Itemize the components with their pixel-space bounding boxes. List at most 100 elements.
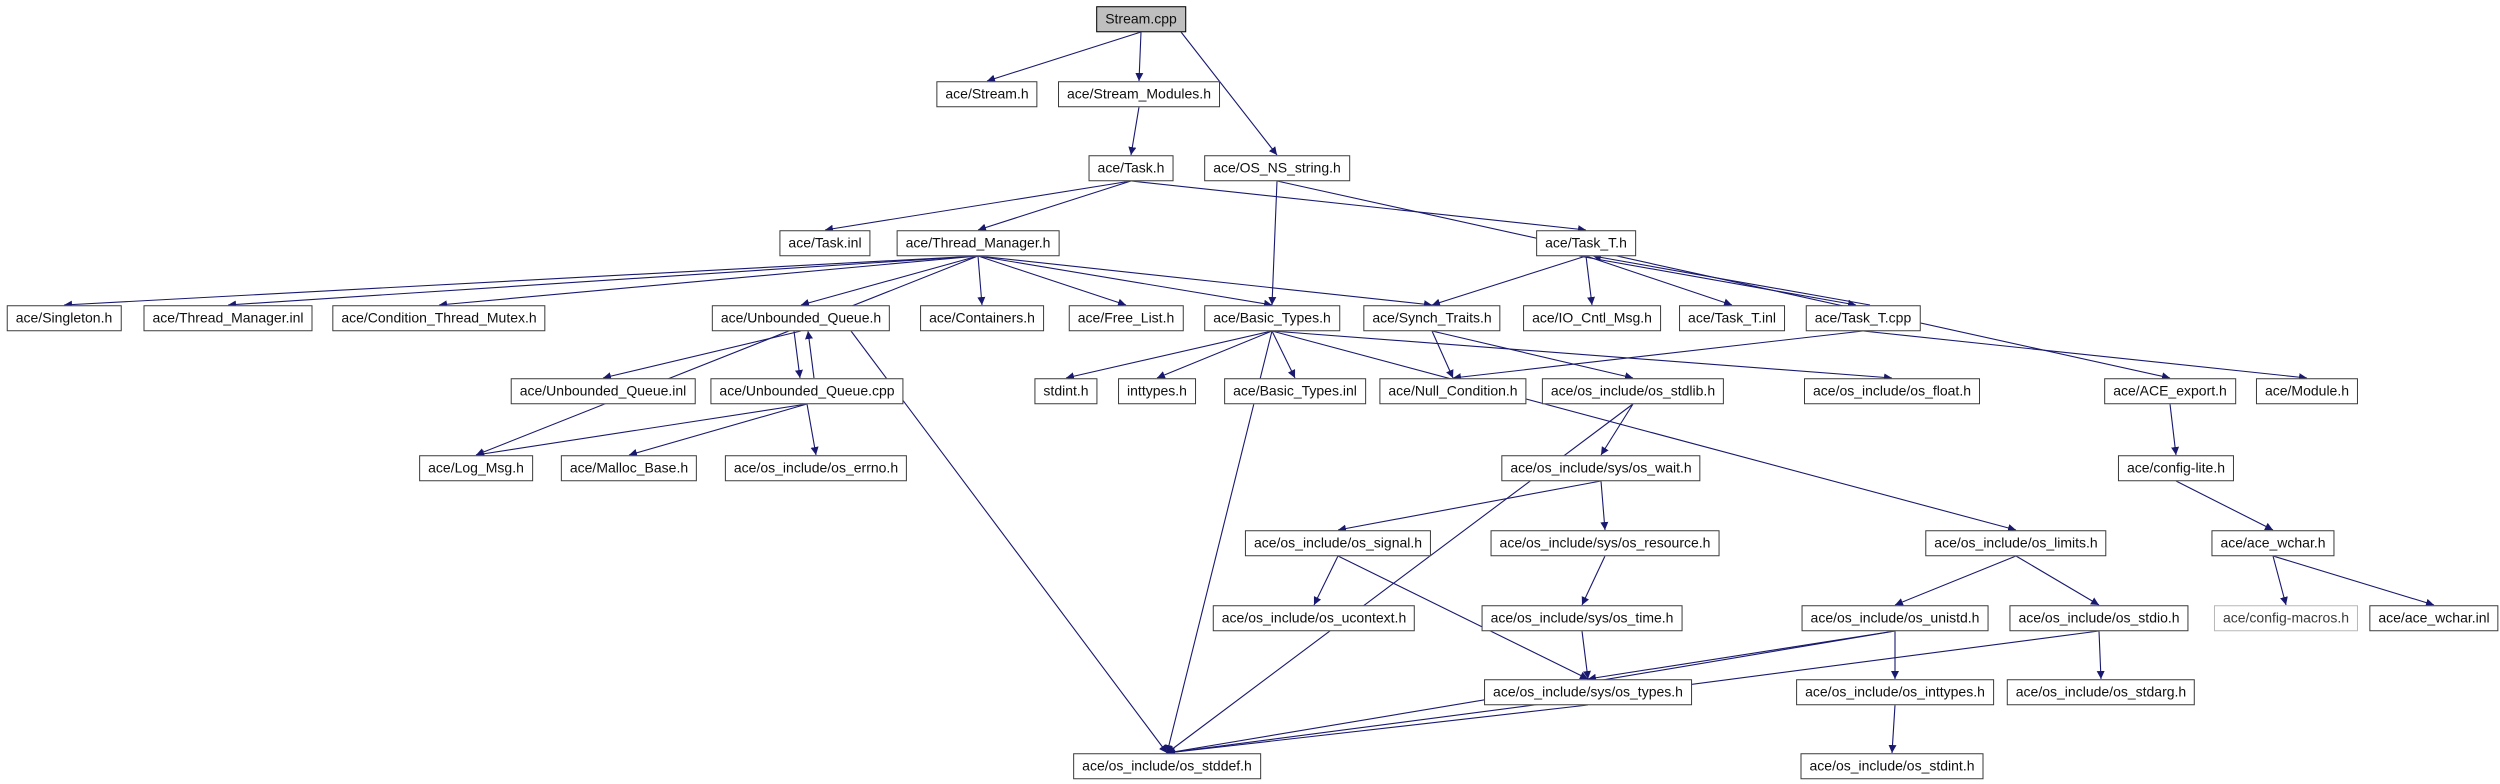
include-edge-task_t_h-to-io_cntl_msg_h — [1585, 255, 1595, 306]
graph-node-io_cntl_msg_h[interactable]: ace/IO_Cntl_Msg.h — [1523, 305, 1661, 331]
graph-node-unbounded_queue_h[interactable]: ace/Unbounded_Queue.h — [711, 305, 891, 331]
include-edge-task_t_h-to-task_t_cpp — [1578, 255, 1857, 308]
graph-node-ace_wchar_h[interactable]: ace/ace_wchar.h — [2211, 530, 2335, 556]
include-edge-sys_os_time_h-to-sys_os_types_h — [1581, 630, 1591, 680]
include-edge-task_t_h-to-synch_traits_h — [1431, 255, 1587, 307]
include-edge-thread_manager_h-to-condition_thread_mutex_h — [438, 255, 979, 309]
graph-node-log_msg_h[interactable]: ace/Log_Msg.h — [419, 455, 533, 481]
include-edge-config_lite_h-to-ace_wchar_h — [2175, 480, 2274, 531]
include-edge-task_t_h-to-task_t_inl — [1585, 255, 1733, 307]
include-edge-os_ns_string_h-to-basic_types_h — [1268, 180, 1278, 306]
graph-node-task_h[interactable]: ace/Task.h — [1088, 155, 1174, 181]
graph-node-unbounded_queue_inl[interactable]: ace/Unbounded_Queue.inl — [510, 378, 696, 404]
graph-node-config_macros_h[interactable]: ace/config-macros.h — [2213, 605, 2359, 631]
graph-node-inttypes_h[interactable]: inttypes.h — [1118, 378, 1196, 404]
include-edge-task_t_cpp-to-module_h — [1862, 330, 2308, 382]
graph-node-basic_types_h[interactable]: ace/Basic_Types.h — [1204, 305, 1340, 331]
graph-node-os_stdlib_h[interactable]: ace/os_include/os_stdlib.h — [1541, 378, 1725, 404]
include-edge-unbounded_queue_h-to-unbounded_queue_inl — [602, 330, 802, 381]
include-edge-basic_types_h-to-os_limits_h — [1271, 330, 2017, 532]
include-edge-unbounded_queue_h-to-unbounded_queue_cpp — [793, 330, 803, 379]
include-edge-thread_manager_h-to-thread_manager_inl — [227, 255, 979, 309]
graph-node-stream_modules_h[interactable]: ace/Stream_Modules.h — [1058, 81, 1220, 107]
graph-node-os_ns_string_h[interactable]: ace/OS_NS_string.h — [1204, 155, 1350, 181]
graph-node-task_t_h[interactable]: ace/Task_T.h — [1536, 230, 1636, 256]
graph-node-os_inttypes_h[interactable]: ace/os_include/os_inttypes.h — [1796, 679, 1994, 705]
include-edge-thread_manager_h-to-singleton_h — [63, 255, 979, 309]
graph-node-synch_traits_h[interactable]: ace/Synch_Traits.h — [1363, 305, 1501, 331]
graph-node-os_stddef_h[interactable]: ace/os_include/os_stddef.h — [1073, 753, 1261, 779]
graph-node-os_limits_h[interactable]: ace/os_include/os_limits.h — [1925, 530, 2107, 556]
include-edge-stream_cpp-to-stream_modules_h — [1135, 31, 1144, 82]
graph-node-module_h[interactable]: ace/Module.h — [2255, 378, 2359, 404]
graph-node-basic_types_inl[interactable]: ace/Basic_Types.inl — [1224, 378, 1366, 404]
include-edge-os_stdlib_h-to-sys_os_wait_h — [1600, 403, 1634, 456]
include-edge-os_signal_h-to-os_ucontext_h — [1313, 555, 1339, 606]
graph-node-sys_os_wait_h[interactable]: ace/os_include/sys/os_wait.h — [1501, 455, 1701, 481]
include-edge-os_unistd_h-to-sys_os_types_h — [1587, 630, 1896, 682]
graph-node-os_float_h[interactable]: ace/os_include/os_float.h — [1804, 378, 1980, 404]
include-edge-synch_traits_h-to-os_stdlib_h — [1431, 330, 1634, 381]
graph-node-os_stdint_h[interactable]: ace/os_include/os_stdint.h — [1800, 753, 1984, 779]
graph-node-condition_thread_mutex_h[interactable]: ace/Condition_Thread_Mutex.h — [332, 305, 546, 331]
include-edge-os_signal_h-to-sys_os_types_h — [1337, 555, 1589, 680]
graph-node-null_condition_h[interactable]: ace/Null_Condition.h — [1379, 378, 1527, 404]
graph-node-malloc_base_h[interactable]: ace/Malloc_Base.h — [560, 455, 698, 481]
include-edge-basic_types_h-to-os_float_h — [1271, 330, 1893, 382]
graph-node-containers_h[interactable]: ace/Containers.h — [920, 305, 1044, 331]
graph-node-ace_export_h[interactable]: ace/ACE_export.h — [2104, 378, 2236, 404]
include-edge-sys_os_wait_h-to-os_signal_h — [1337, 480, 1602, 533]
graph-node-task_inl[interactable]: ace/Task.inl — [779, 230, 871, 256]
include-edge-task_h-to-thread_manager_h — [977, 180, 1132, 232]
include-edge-unbounded_queue_cpp-to-unbounded_queue_h — [805, 330, 815, 379]
include-edge-sys_os_wait_h-to-sys_os_resource_h — [1600, 480, 1609, 531]
include-edge-sys_os_resource_h-to-sys_os_time_h — [1581, 555, 1606, 606]
include-edge-task_t_cpp-to-task_t_h — [1592, 253, 1871, 306]
include-edge-unbounded_queue_cpp-to-os_errno_h — [806, 403, 819, 456]
include-edge-os_inttypes_h-to-os_stdint_h — [1888, 704, 1897, 754]
graph-node-os_unistd_h[interactable]: ace/os_include/os_unistd.h — [1801, 605, 1989, 631]
include-edge-basic_types_h-to-inttypes_h — [1156, 330, 1273, 379]
include-edge-unbounded_queue_cpp-to-malloc_base_h — [628, 403, 808, 457]
include-edge-ace_export_h-to-config_lite_h — [2169, 403, 2180, 456]
include-edge-unbounded_queue_h-to-os_stddef_h — [850, 330, 1168, 754]
graph-node-sys_os_time_h[interactable]: ace/os_include/sys/os_time.h — [1481, 605, 1683, 631]
include-edge-os_limits_h-to-os_stdio_h — [2015, 555, 2100, 606]
graph-node-os_stdio_h[interactable]: ace/os_include/os_stdio.h — [2009, 605, 2189, 631]
graph-node-sys_os_types_h[interactable]: ace/os_include/sys/os_types.h — [1484, 679, 1692, 705]
include-edge-os_stdio_h-to-os_stdarg_h — [2096, 630, 2105, 680]
graph-node-unbounded_queue_cpp[interactable]: ace/Unbounded_Queue.cpp — [710, 378, 904, 404]
graph-node-os_errno_h[interactable]: ace/os_include/os_errno.h — [724, 455, 908, 481]
graph-node-singleton_h[interactable]: ace/Singleton.h — [6, 305, 122, 331]
include-edge-task_h-to-task_t_h — [1130, 180, 1587, 234]
graph-node-free_list_h[interactable]: ace/Free_List.h — [1068, 305, 1184, 331]
include-edge-ace_wchar_h-to-ace_wchar_inl — [2272, 555, 2435, 607]
graph-node-stdint_h[interactable]: stdint.h — [1034, 378, 1098, 404]
include-edge-basic_types_h-to-basic_types_inl — [1271, 330, 1296, 379]
include-edge-unbounded_queue_cpp-to-log_msg_h — [475, 403, 808, 458]
include-edge-task_t_cpp-to-null_condition_h — [1452, 330, 1864, 382]
graph-node-task_t_cpp[interactable]: ace/Task_T.cpp — [1805, 305, 1921, 331]
graph-node-os_ucontext_h[interactable]: ace/os_include/os_ucontext.h — [1212, 605, 1416, 631]
include-edge-thread_manager_h-to-containers_h — [977, 255, 986, 306]
include-edge-ace_wchar_h-to-config_macros_h — [2272, 555, 2288, 606]
include-edge-stream_cpp-to-os_ns_string_h — [1180, 31, 1278, 156]
graph-node-thread_manager_h[interactable]: ace/Thread_Manager.h — [896, 230, 1060, 256]
include-edge-os_limits_h-to-os_unistd_h — [1894, 555, 2017, 606]
graph-node-sys_os_resource_h[interactable]: ace/os_include/sys/os_resource.h — [1490, 530, 1720, 556]
include-edge-stream_modules_h-to-task_h — [1128, 106, 1140, 156]
graph-node-os_signal_h[interactable]: ace/os_include/os_signal.h — [1244, 530, 1432, 556]
graph-node-os_stdarg_h[interactable]: ace/os_include/os_stdarg.h — [2006, 679, 2196, 705]
graph-node-stream_h[interactable]: ace/Stream.h — [936, 81, 1038, 107]
graph-node-thread_manager_inl[interactable]: ace/Thread_Manager.inl — [143, 305, 313, 331]
graph-node-config_lite_h[interactable]: ace/config-lite.h — [2117, 455, 2235, 481]
graph-node-task_t_inl[interactable]: ace/Task_T.inl — [1679, 305, 1785, 331]
graph-node-stream_cpp[interactable]: Stream.cpp — [1096, 6, 1186, 32]
include-edge-thread_manager_h-to-synch_traits_h — [977, 255, 1433, 309]
include-edge-thread_manager_h-to-unbounded_queue_h — [800, 255, 979, 307]
include-edge-thread_manager_h-to-log_msg_h — [475, 255, 979, 456]
graph-node-ace_wchar_inl[interactable]: ace/ace_wchar.inl — [2369, 605, 2499, 631]
include-edge-thread_manager_h-to-free_list_h — [977, 255, 1127, 307]
